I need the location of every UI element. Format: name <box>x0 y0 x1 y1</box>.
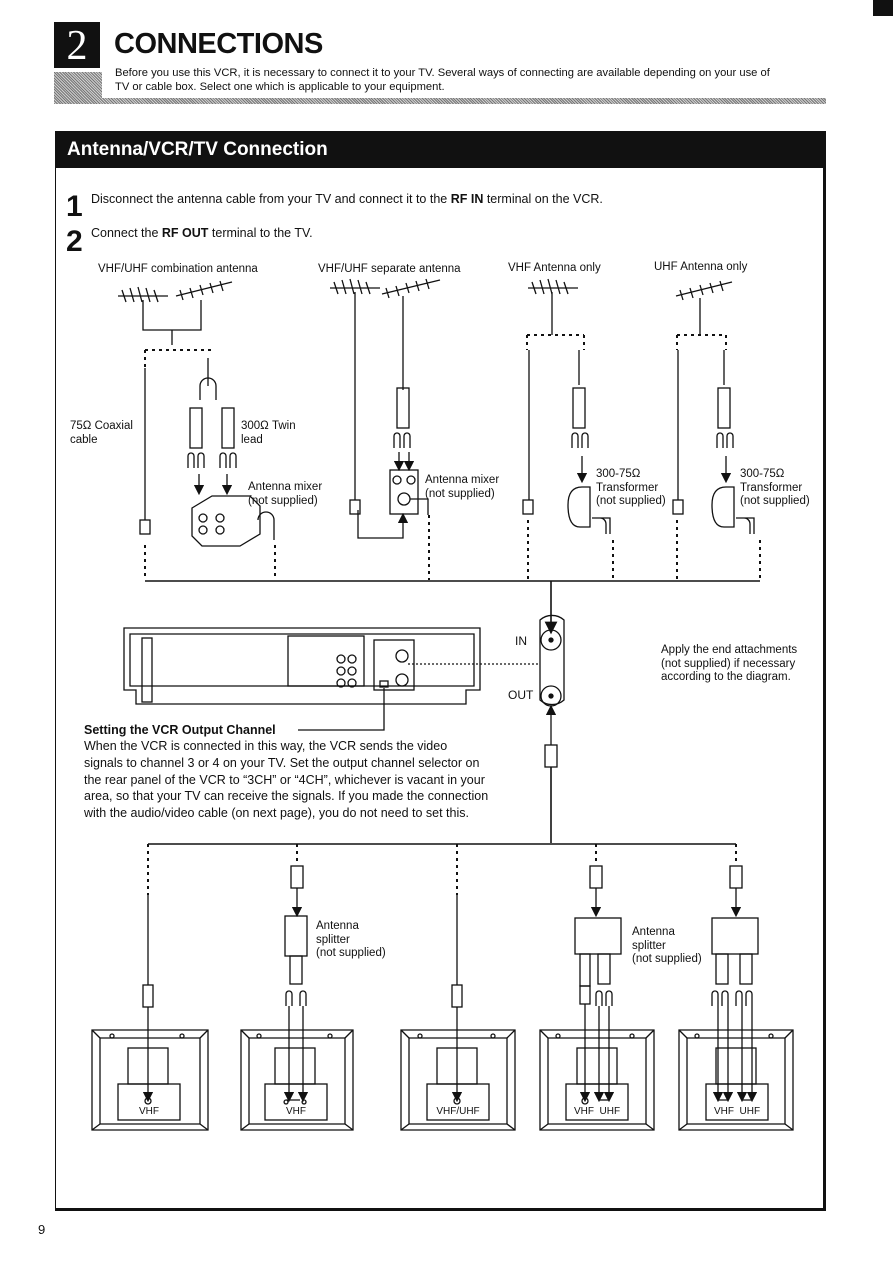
tv-2-icon <box>240 1029 354 1131</box>
antenna-separate-heading: VHF/UHF separate antenna <box>318 263 461 275</box>
coaxial-cable-label: 75Ω Coaxial cable <box>70 420 133 447</box>
twin-label-line-1: 300Ω Twin <box>241 420 296 432</box>
splitter-1-label-line-3: (not supplied) <box>316 947 386 959</box>
transformer-2-label-line-3: (not supplied) <box>740 495 810 507</box>
splitter-2-label-line-2: splitter <box>632 939 666 952</box>
step-1-number: 1 <box>66 190 83 223</box>
tv-5-icon <box>678 1029 794 1131</box>
twin-label-line-2: lead <box>241 433 263 446</box>
step-1-terminal: RF IN <box>450 192 484 206</box>
vcr-rear-panel-icon <box>123 627 481 705</box>
step-2-text-after: terminal to the TV. <box>208 226 313 240</box>
step-2-number: 2 <box>66 225 83 258</box>
antenna-uhf-only-heading: UHF Antenna only <box>654 261 748 273</box>
transformer-1-icon <box>567 486 611 534</box>
splitter-1-label-line-2: splitter <box>316 933 350 946</box>
twin-lead-label: 300Ω Twin lead <box>241 420 296 447</box>
end-note-line-2: (not supplied) if necessary <box>661 657 796 670</box>
antenna-mixer-2-label: Antenna mixer (not supplied) <box>425 474 499 501</box>
tv-1-icon <box>91 1029 209 1131</box>
panel-title: Antenna/VCR/TV Connection <box>67 139 328 160</box>
separate-antenna-icon <box>330 278 441 500</box>
setting-output-channel-heading: Setting the VCR Output Channel <box>84 723 276 737</box>
antenna-mixer-1-label: Antenna mixer (not supplied) <box>248 481 322 508</box>
setting-line-1: When the VCR is connected in this way, t… <box>84 739 448 753</box>
splitter-1-label-line-1: Antenna <box>316 920 359 932</box>
splitter-2-label-line-3: (not supplied) <box>632 953 702 965</box>
intro-line-2: TV or cable box. Select one which is app… <box>115 81 445 93</box>
transformer-2-label-line-2: Transformer <box>740 481 803 494</box>
vhf-antenna-icon <box>528 278 578 335</box>
tv-3-icon <box>400 1029 516 1131</box>
tv-3-terminal-label: VHF/UHF <box>436 1106 480 1117</box>
page-title: CONNECTIONS <box>114 28 323 60</box>
uhf-antenna-icon <box>675 280 733 335</box>
antenna-mixer-1-icon <box>191 495 275 547</box>
transformer-1-label-line-1: 300-75Ω <box>596 468 641 480</box>
setting-line-2: signals to channel 3 or 4 on your TV. Se… <box>84 755 480 770</box>
tv-1-terminal-label: VHF <box>139 1106 159 1117</box>
step-1-text: Disconnect the antenna cable from your T… <box>91 192 603 206</box>
rf-out-label: OUT <box>508 688 534 702</box>
setting-line-5: with the audio/video cable (on next page… <box>84 806 469 821</box>
intro-line-1: Before you use this VCR, it is necessary… <box>115 67 770 79</box>
section-dither-bar <box>54 98 826 104</box>
splitter-2-label-line-1: Antenna <box>632 926 675 938</box>
setting-output-channel-body: When the VCR is connected in this way, t… <box>84 738 544 822</box>
step-2-text-before: Connect the <box>91 226 162 240</box>
end-note-line-1: Apply the end attachments <box>661 644 798 656</box>
transformer-1-label: 300-75Ω Transformer (not supplied) <box>596 468 666 509</box>
mixer-2-label-line-2: (not supplied) <box>425 487 495 500</box>
transformer-2-label-line-1: 300-75Ω <box>740 468 785 480</box>
antenna-splitter-1-label: Antenna splitter (not supplied) <box>316 920 386 961</box>
rf-in-label: IN <box>515 634 527 648</box>
coaxial-label-line-2: cable <box>70 433 98 446</box>
mixer-2-label-line-1: Antenna mixer <box>425 474 500 486</box>
panel-header-bar <box>56 132 825 168</box>
antenna-vhf-only-heading: VHF Antenna only <box>508 262 601 274</box>
page-number: 9 <box>38 1222 46 1237</box>
antenna-splitter-2-label: Antenna splitter (not supplied) <box>632 926 702 967</box>
rf-terminals-icon <box>539 614 565 707</box>
section-number-badge: 2 <box>54 22 100 69</box>
end-note-line-3: according to the diagram. <box>661 671 791 683</box>
step-2-text: Connect the RF OUT terminal to the TV. <box>91 226 313 240</box>
corner-registration-mark <box>873 0 893 16</box>
setting-line-3: the rear panel of the VCR to “3CH” or “4… <box>84 772 485 787</box>
transformer-1-label-line-2: Transformer <box>596 481 659 494</box>
connection-panel <box>55 131 826 1211</box>
tv-2-terminal-label: VHF <box>286 1106 306 1117</box>
combination-antenna-icon <box>118 280 233 345</box>
tv-4-icon <box>539 1029 655 1131</box>
step-2-terminal: RF OUT <box>161 226 209 240</box>
transformer-2-icon <box>711 486 755 534</box>
transformer-2-label: 300-75Ω Transformer (not supplied) <box>740 468 810 509</box>
tv-5-terminal-label: VHF UHF <box>713 1106 761 1117</box>
antenna-mixer-2-icon <box>357 469 429 539</box>
transformer-1-label-line-3: (not supplied) <box>596 495 666 507</box>
mixer-1-label-line-1: Antenna mixer <box>248 481 323 493</box>
step-1-text-after: terminal on the VCR. <box>483 192 603 206</box>
antenna-combination-heading: VHF/UHF combination antenna <box>98 263 258 275</box>
intro-text: Before you use this VCR, it is necessary… <box>115 66 827 94</box>
end-attachment-note: Apply the end attachments (not supplied)… <box>661 644 797 685</box>
coaxial-label-line-1: 75Ω Coaxial <box>70 420 133 432</box>
setting-line-4: area, so that your TV can receive the si… <box>84 789 489 804</box>
tv-4-terminal-label: VHF UHF <box>573 1106 621 1117</box>
mixer-1-label-line-2: (not supplied) <box>248 494 318 507</box>
step-1-text-before: Disconnect the antenna cable from your T… <box>91 192 451 206</box>
